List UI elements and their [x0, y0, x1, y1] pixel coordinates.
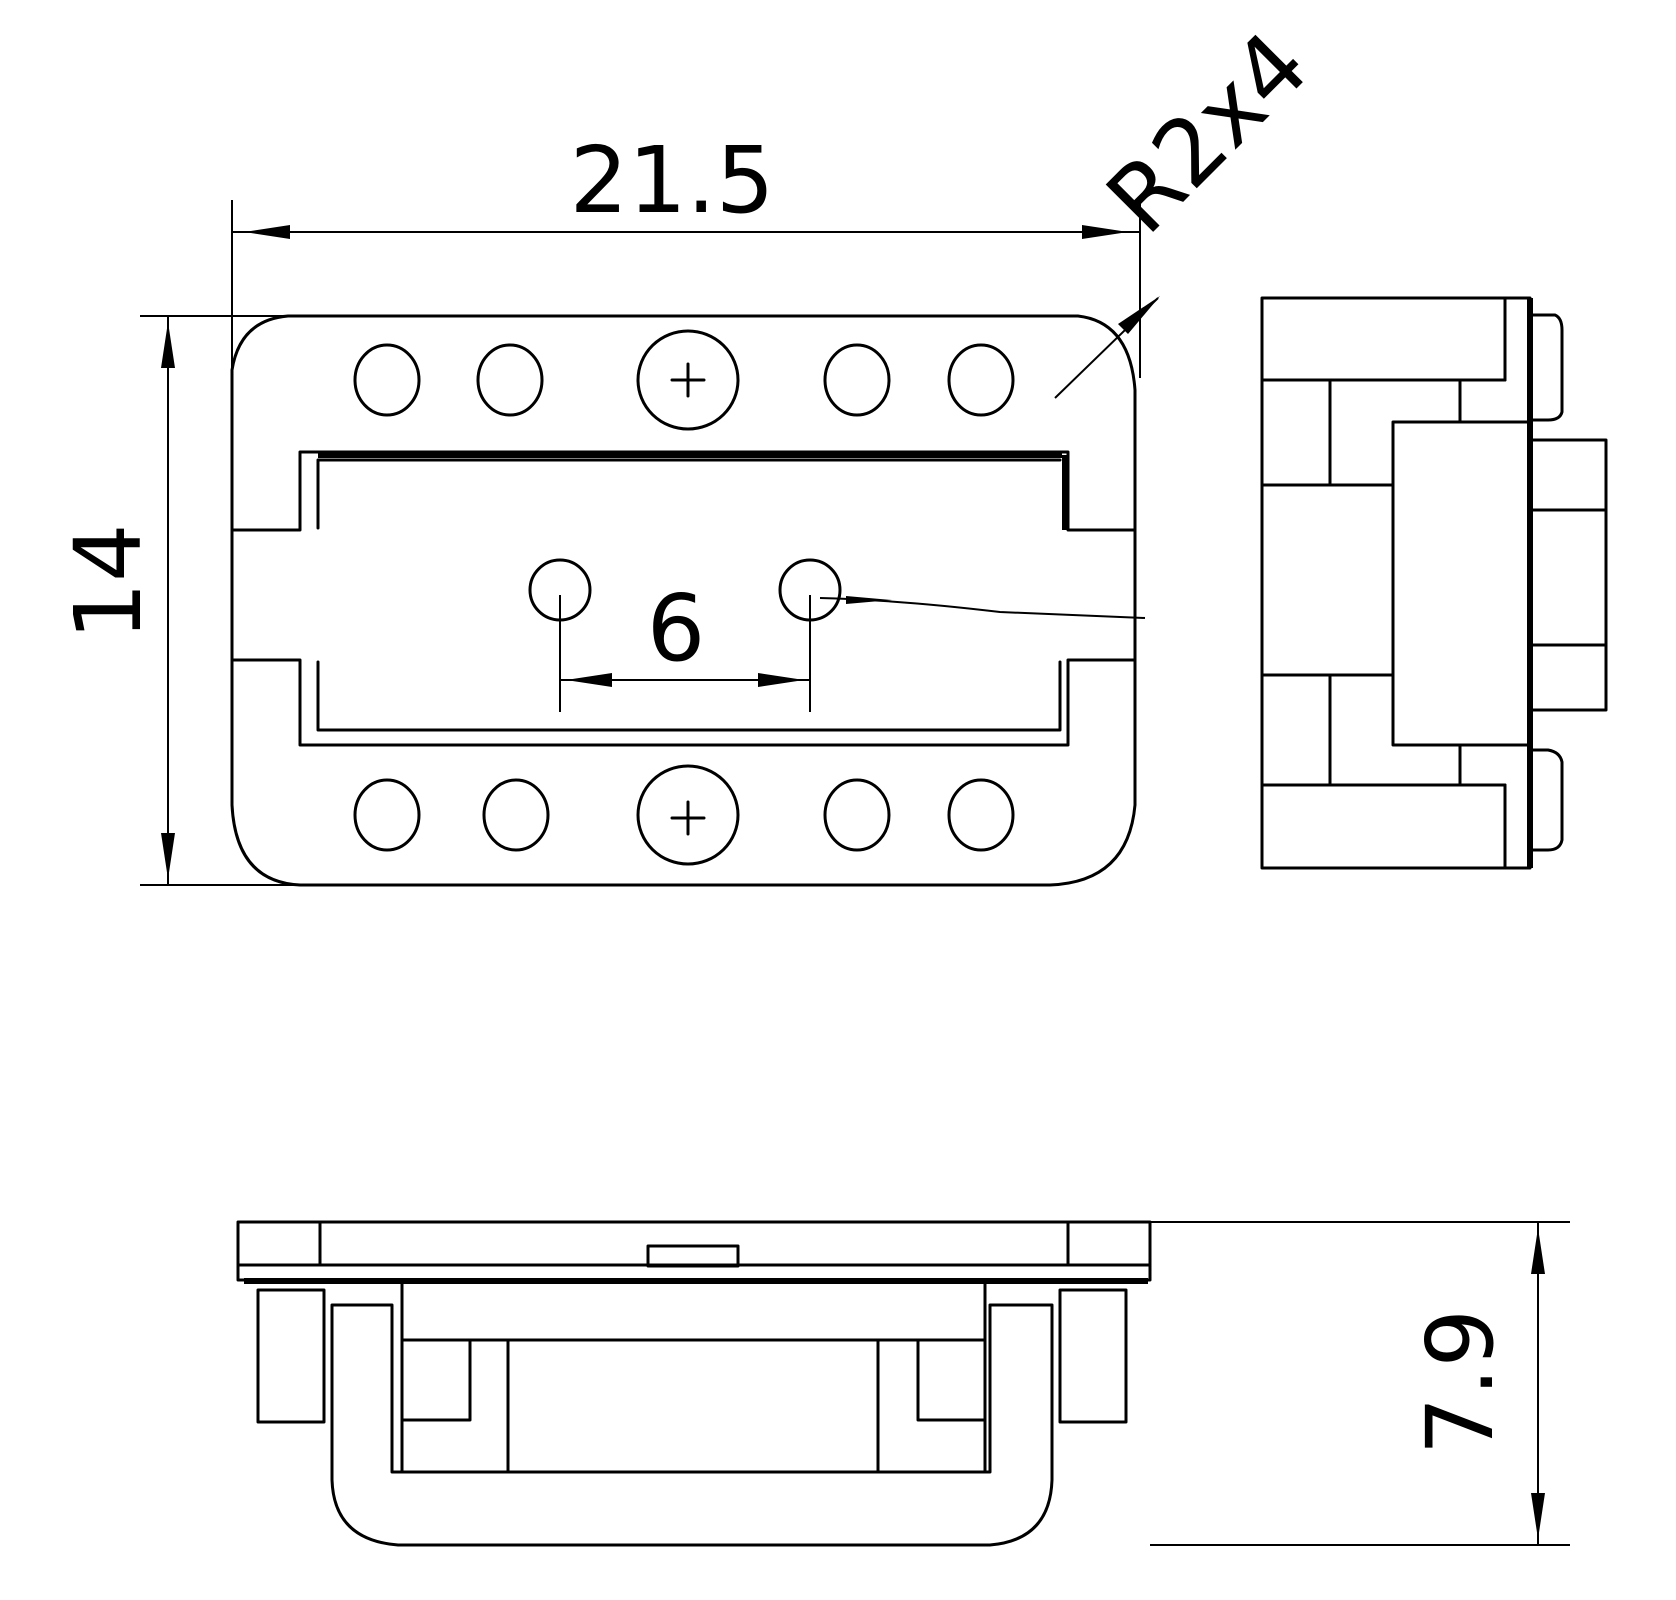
dimension-width-label: 21.5	[570, 127, 775, 234]
side-view	[1260, 296, 1608, 870]
pivot-holes	[528, 558, 1146, 712]
bottom-view	[236, 1220, 1152, 1547]
front-plate-outline	[230, 314, 1137, 887]
center-window	[230, 450, 1137, 747]
dimension-hole-spacing: 6	[560, 575, 810, 687]
dimension-corner-radius: R2x4	[1054, 12, 1329, 399]
mount-hole	[947, 778, 1015, 852]
screw-head	[636, 764, 740, 866]
screw-head	[636, 329, 740, 431]
bottom-hole-row	[353, 764, 1015, 866]
mount-hole	[823, 343, 891, 417]
dimension-height-label: 14	[55, 523, 162, 640]
mount-hole	[476, 343, 544, 417]
mount-hole	[947, 343, 1015, 417]
dimension-corner-radius-label: R2x4	[1087, 12, 1329, 254]
front-view	[230, 314, 1146, 887]
mount-hole	[353, 343, 421, 417]
mount-hole	[353, 778, 421, 852]
dimension-height: 14	[55, 315, 300, 886]
top-hole-row	[353, 329, 1015, 431]
dimension-width: 21.5	[231, 127, 1141, 378]
dimension-depth: 7.9	[1150, 1221, 1570, 1546]
mount-hole	[482, 778, 550, 852]
dimension-hole-spacing-label: 6	[647, 575, 706, 682]
dimension-depth-label: 7.9	[1407, 1309, 1514, 1455]
mount-hole	[823, 778, 891, 852]
